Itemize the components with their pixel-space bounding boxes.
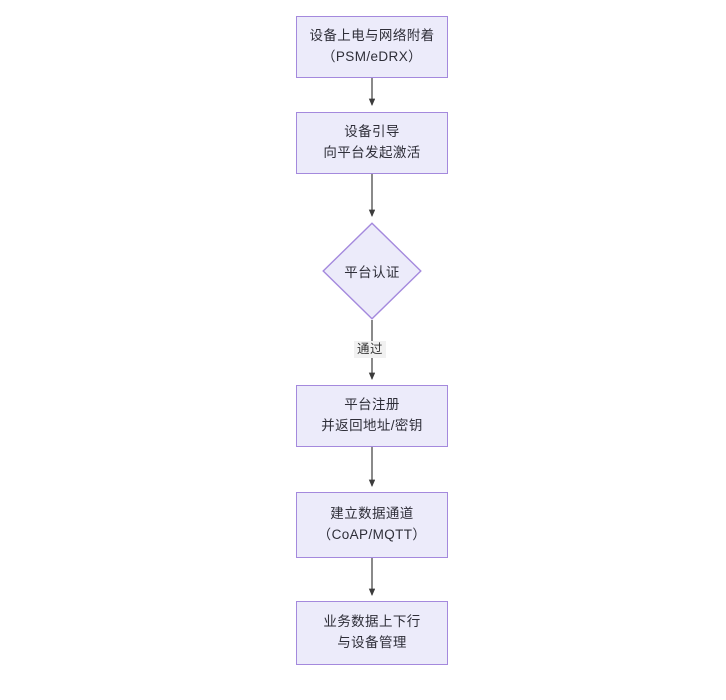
edge-label-pass: 通过 xyxy=(354,341,387,358)
node-establish-data-channel[interactable]: 建立数据通道 （CoAP/MQTT） xyxy=(296,492,448,558)
edge-label-text: 通过 xyxy=(357,342,384,356)
node-device-power-on[interactable]: 设备上电与网络附着 （PSM/eDRX） xyxy=(296,16,448,78)
node-line: 向平台发起激活 xyxy=(323,145,421,160)
node-device-bootstrap[interactable]: 设备引导 向平台发起激活 xyxy=(296,112,448,174)
node-line: （CoAP/MQTT） xyxy=(317,527,427,542)
node-line: 业务数据上下行 xyxy=(323,614,421,630)
diamond-shape xyxy=(322,222,422,320)
node-business-data-and-device-management[interactable]: 业务数据上下行 与设备管理 xyxy=(296,601,448,665)
node-line: 平台认证 xyxy=(344,265,400,280)
node-line: 设备上电与网络附着 xyxy=(309,28,435,44)
node-line: 设备引导 xyxy=(344,124,400,140)
node-line: （PSM/eDRX） xyxy=(321,49,423,64)
node-line: 建立数据通道 xyxy=(330,506,414,522)
node-line: 平台注册 xyxy=(344,397,400,413)
node-platform-auth-decision[interactable]: 平台认证 xyxy=(322,222,422,320)
node-platform-register[interactable]: 平台注册 并返回地址/密钥 xyxy=(296,385,448,447)
node-line: 与设备管理 xyxy=(337,635,407,650)
node-line: 并返回地址/密钥 xyxy=(321,418,423,433)
